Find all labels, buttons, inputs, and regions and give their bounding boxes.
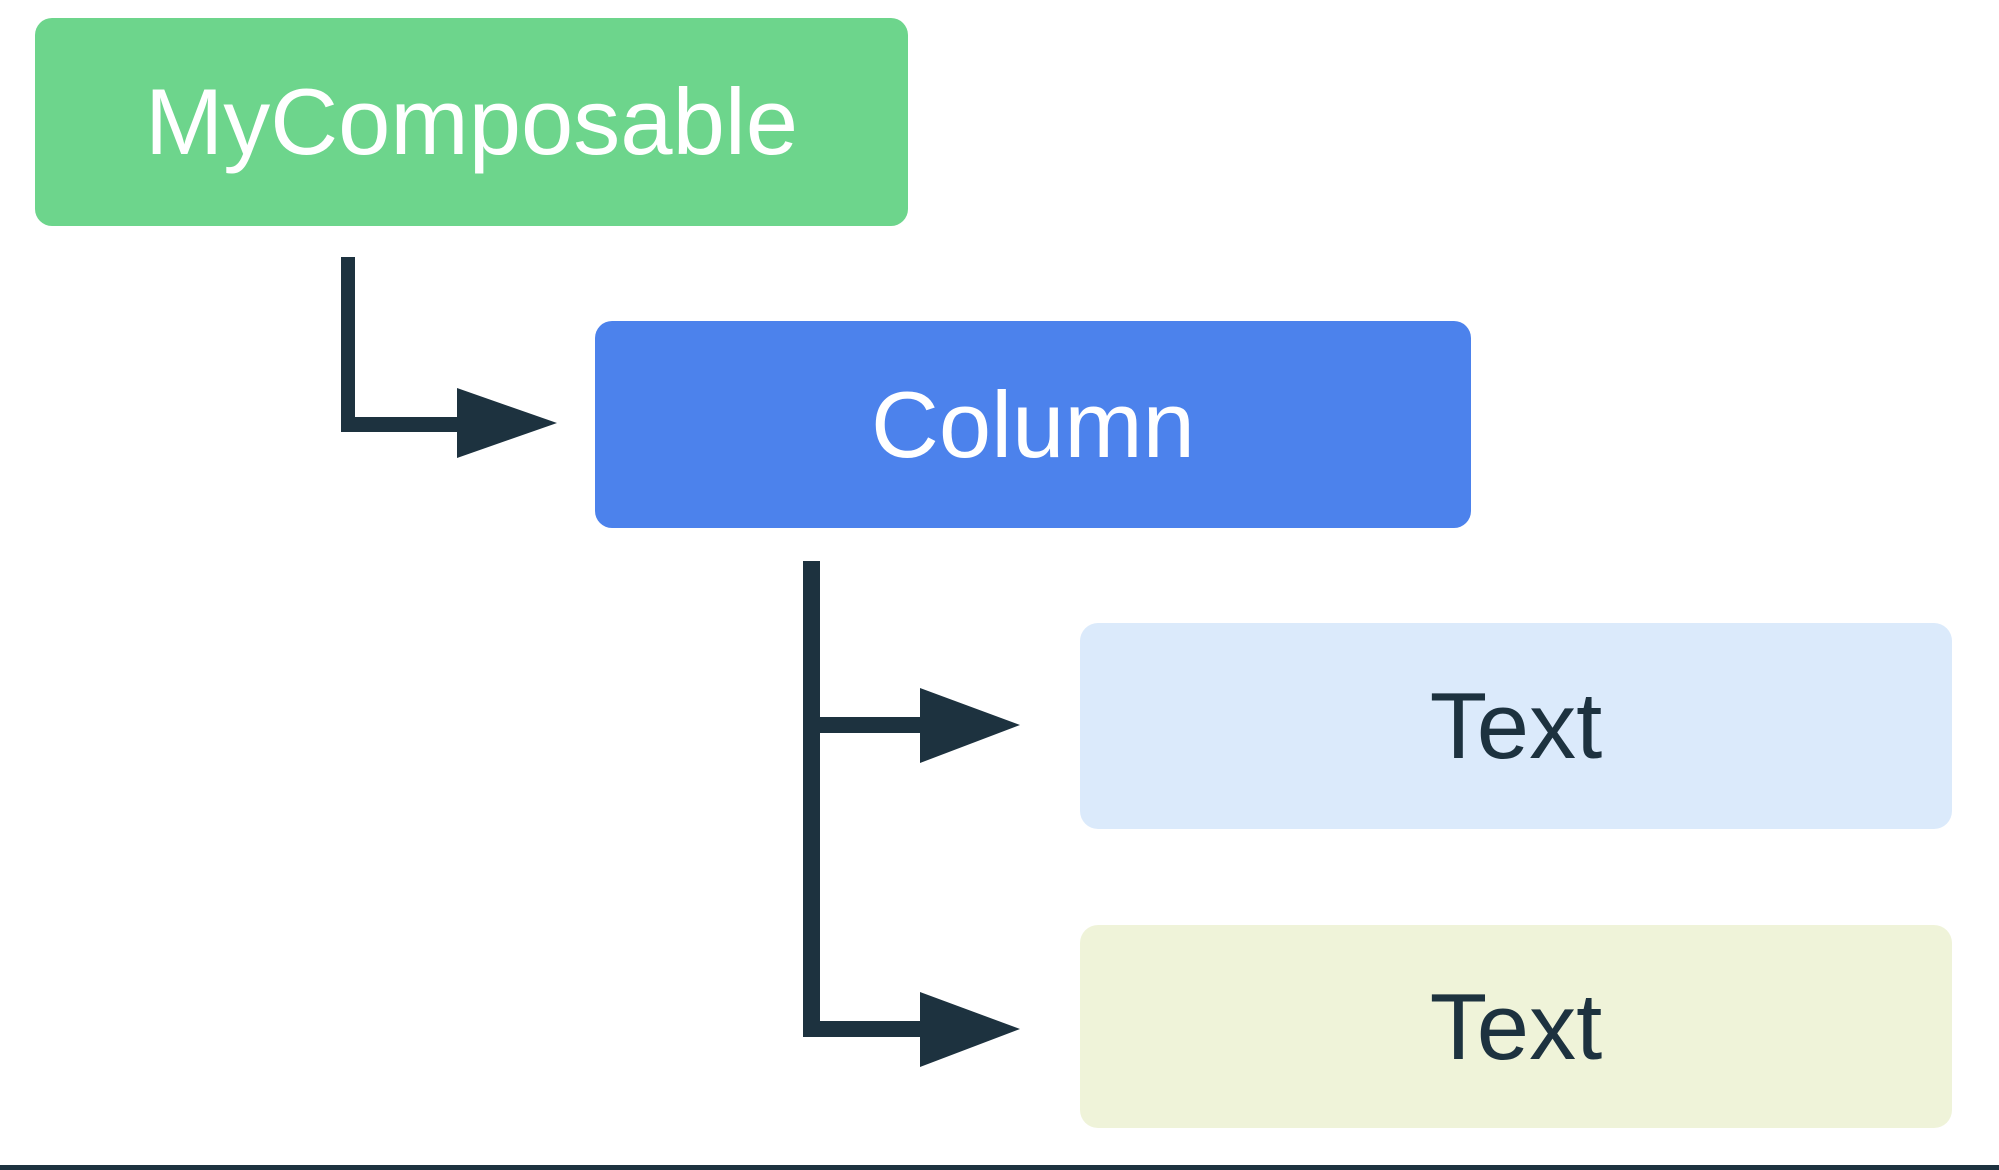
arrow-stem-horizontal <box>818 717 922 733</box>
node-text-second-label: Text <box>1429 973 1603 1079</box>
arrow-head-icon <box>920 992 1020 1067</box>
arrow-head-icon <box>920 688 1020 763</box>
node-mycomposable-label: MyComposable <box>144 69 799 174</box>
arrow-column-to-text-second <box>803 992 1020 1067</box>
arrow-column-trunk <box>803 561 820 1037</box>
node-column-label: Column <box>871 371 1195 477</box>
arrow-stem-vertical <box>803 561 820 1037</box>
node-column: Column <box>595 321 1471 528</box>
bottom-border-line <box>0 1165 1999 1170</box>
node-text-first-label: Text <box>1429 673 1603 778</box>
arrow-stem-vertical <box>341 257 355 432</box>
arrow-stem-horizontal <box>803 1021 922 1037</box>
node-text-second: Text <box>1080 925 1952 1128</box>
arrow-mycomposable-to-column <box>341 257 557 458</box>
arrow-stem-horizontal <box>341 417 459 432</box>
node-mycomposable: MyComposable <box>35 18 908 226</box>
arrow-column-to-text-first <box>818 688 1020 763</box>
node-text-first: Text <box>1080 623 1952 829</box>
arrow-head-icon <box>457 388 557 458</box>
